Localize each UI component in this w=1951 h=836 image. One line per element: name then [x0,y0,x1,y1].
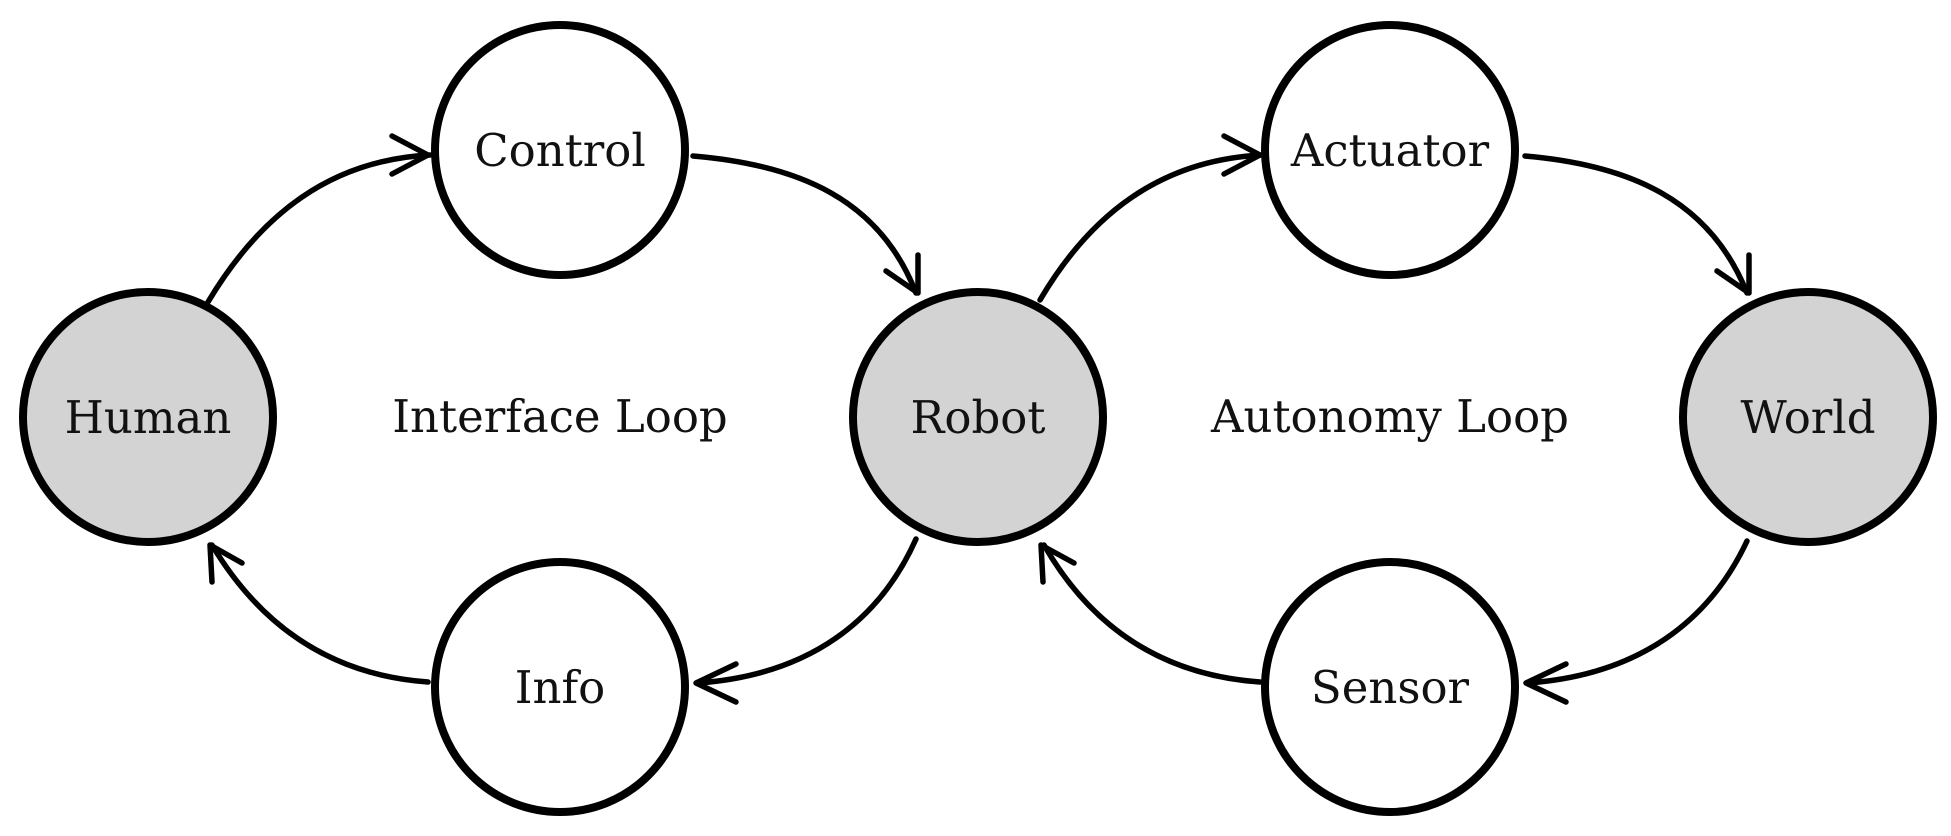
control-circle [431,21,689,279]
arrowhead-robot-bottom [1038,542,1077,585]
sensor-label: Sensor [1311,661,1470,714]
arrowhead-robot-top [883,252,921,296]
info-label: Info [515,661,606,714]
world-circle [1679,288,1937,546]
autonomy-loop-label: Autonomy Loop [1210,390,1569,443]
node-sensor: Sensor [1261,558,1519,816]
arrowhead-sensor [1523,661,1569,705]
human-label: Human [65,391,232,444]
interface-loop-label: Interface Loop [392,390,727,443]
edge-world-to-sensor [1525,538,1750,686]
edges [205,133,1752,705]
robot-circle [849,288,1107,546]
world-label: World [1741,391,1876,444]
arrowhead-world [1714,252,1752,296]
node-info: Info [431,558,689,816]
actuator-label: Actuator [1290,124,1490,177]
arrowhead-actuator [1221,133,1263,177]
edge-control-to-robot [690,153,919,296]
node-actuator: Actuator [1261,21,1519,279]
control-label: Control [474,124,646,177]
edge-info-to-human [209,542,431,685]
edge-sensor-to-robot [1041,542,1263,685]
edge-robot-to-actuator [1037,152,1265,303]
node-control: Control [431,21,689,279]
node-human: Human [19,288,277,546]
edge-actuator-to-world [1522,153,1750,296]
node-world: World [1679,288,1937,546]
arrowhead-human [207,542,245,585]
actuator-circle [1261,21,1519,279]
info-circle [431,558,689,816]
sensor-circle [1261,558,1519,816]
arrowhead-info [693,661,739,705]
edge-robot-to-info [695,536,919,686]
arrowhead-control [389,133,431,177]
human-circle [19,288,277,546]
robot-label: Robot [911,391,1046,444]
node-robot: Robot [849,288,1107,546]
edge-human-to-control [205,152,433,305]
